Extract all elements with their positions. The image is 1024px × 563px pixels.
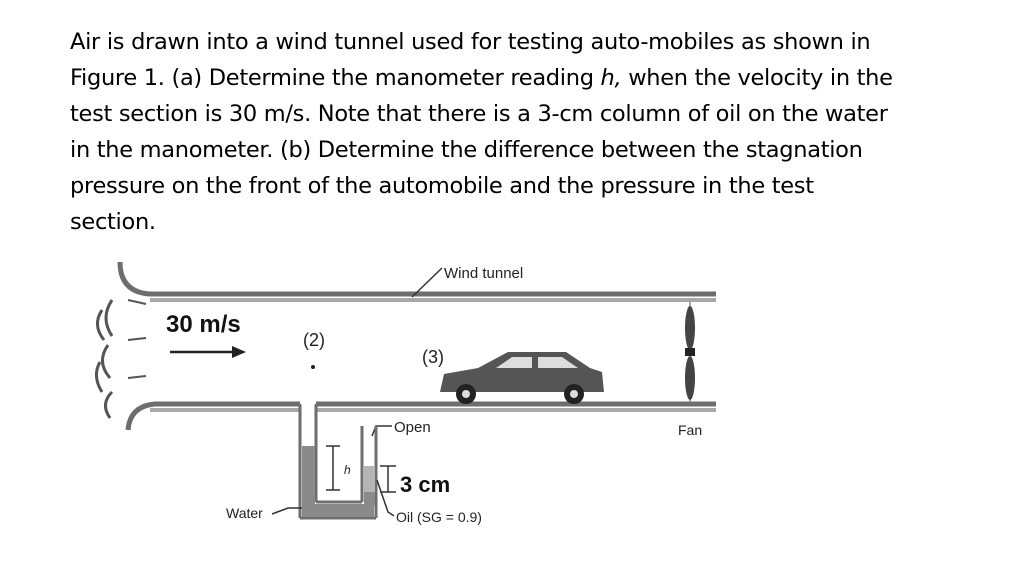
inlet-flow-arrows [95,299,147,419]
upper-tunnel-wall [117,261,716,302]
oil-height-label: 3 cm [400,472,450,497]
h-dimension [326,445,340,491]
problem-line-1: Air is drawn into a wind tunnel used for… [70,29,871,55]
water-label: Water [226,505,263,521]
wind-tunnel-label: Wind tunnel [444,265,523,282]
problem-line-6: section. [70,209,156,235]
fan-label: Fan [678,422,702,438]
wind-tunnel-leader [411,267,443,298]
oil-dimension [380,465,396,493]
oil-leader [376,479,395,517]
car-icon [440,352,604,404]
fan-icon [685,302,695,402]
velocity-label: 30 m/s [166,311,241,338]
problem-statement: Air is drawn into a wind tunnel used for… [70,24,970,240]
point-2-label: (2) [303,330,325,350]
problem-line-3: test section is 30 m/s. Note that there … [70,101,888,127]
lower-tunnel-wall [125,401,716,431]
manometer [298,404,378,520]
open-label: Open [394,419,431,436]
problem-line-5: pressure on the front of the automobile … [70,173,814,199]
h-label: h [344,463,351,477]
point-3-label: (3) [422,347,444,367]
problem-line-2-end: when the velocity in the [621,65,893,91]
problem-line-4: in the manometer. (b) Determine the diff… [70,137,863,163]
water-leader [271,507,302,515]
problem-line-2-start: Figure 1. (a) Determine the manometer re… [70,65,601,91]
oil-label: Oil (SG = 0.9) [396,509,482,525]
problem-line-2: Figure 1. (a) Determine the manometer re… [70,60,970,96]
point-2-marker [311,365,315,369]
flow-direction-arrow [170,346,246,358]
variable-h: h, [600,65,622,91]
